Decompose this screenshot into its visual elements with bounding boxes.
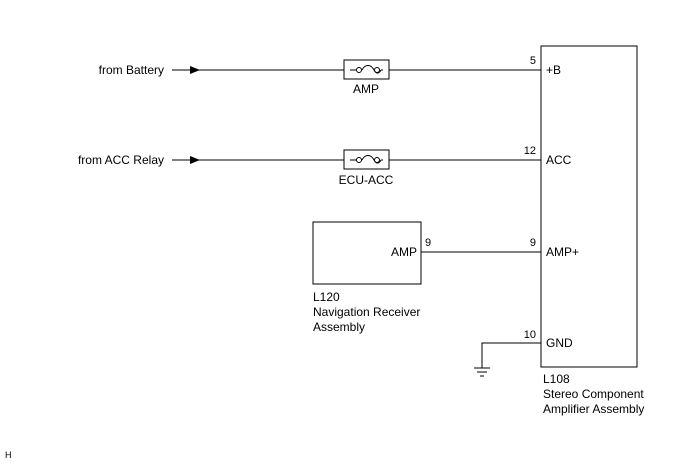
amplifier-name-line1: Stereo Component [543,387,644,401]
pin-number-12: 12 [524,145,536,157]
amplifier-name-line2: Amplifier Assembly [543,402,644,416]
pin-label-amp-plus: AMP+ [546,245,579,259]
pin-label-gnd: GND [546,336,573,350]
nav-receiver-name-line2: Assembly [313,320,365,334]
pin-label-plus-b: +B [546,63,561,77]
amplifier-code: L108 [543,372,570,386]
pin-number-9: 9 [530,237,536,249]
footer-mark: H [5,450,12,460]
battery-arrow-icon [190,66,200,74]
fuse-ecu-acc-label: ECU-ACC [339,173,394,187]
fuse-amp [343,59,390,80]
nav-receiver-code: L120 [313,290,340,304]
pin-label-acc: ACC [546,153,572,167]
amplifier-box [540,45,638,368]
fuse-ecu-acc [343,149,390,170]
pin-number-10: 10 [524,329,536,341]
fuse-amp-label: AMP [353,82,379,96]
acc-arrow-icon [190,156,200,164]
battery-input-label: from Battery [99,63,164,77]
nav-receiver-name-line1: Navigation Receiver [313,305,420,319]
ground-icon [474,367,490,377]
ground-wire [481,342,541,368]
nav-pin-label-amp: AMP [391,245,417,259]
acc-relay-input-label: from ACC Relay [78,153,164,167]
nav-pin-number: 9 [425,237,431,249]
pin-number-5: 5 [530,55,536,67]
navigation-receiver-box [312,221,422,285]
